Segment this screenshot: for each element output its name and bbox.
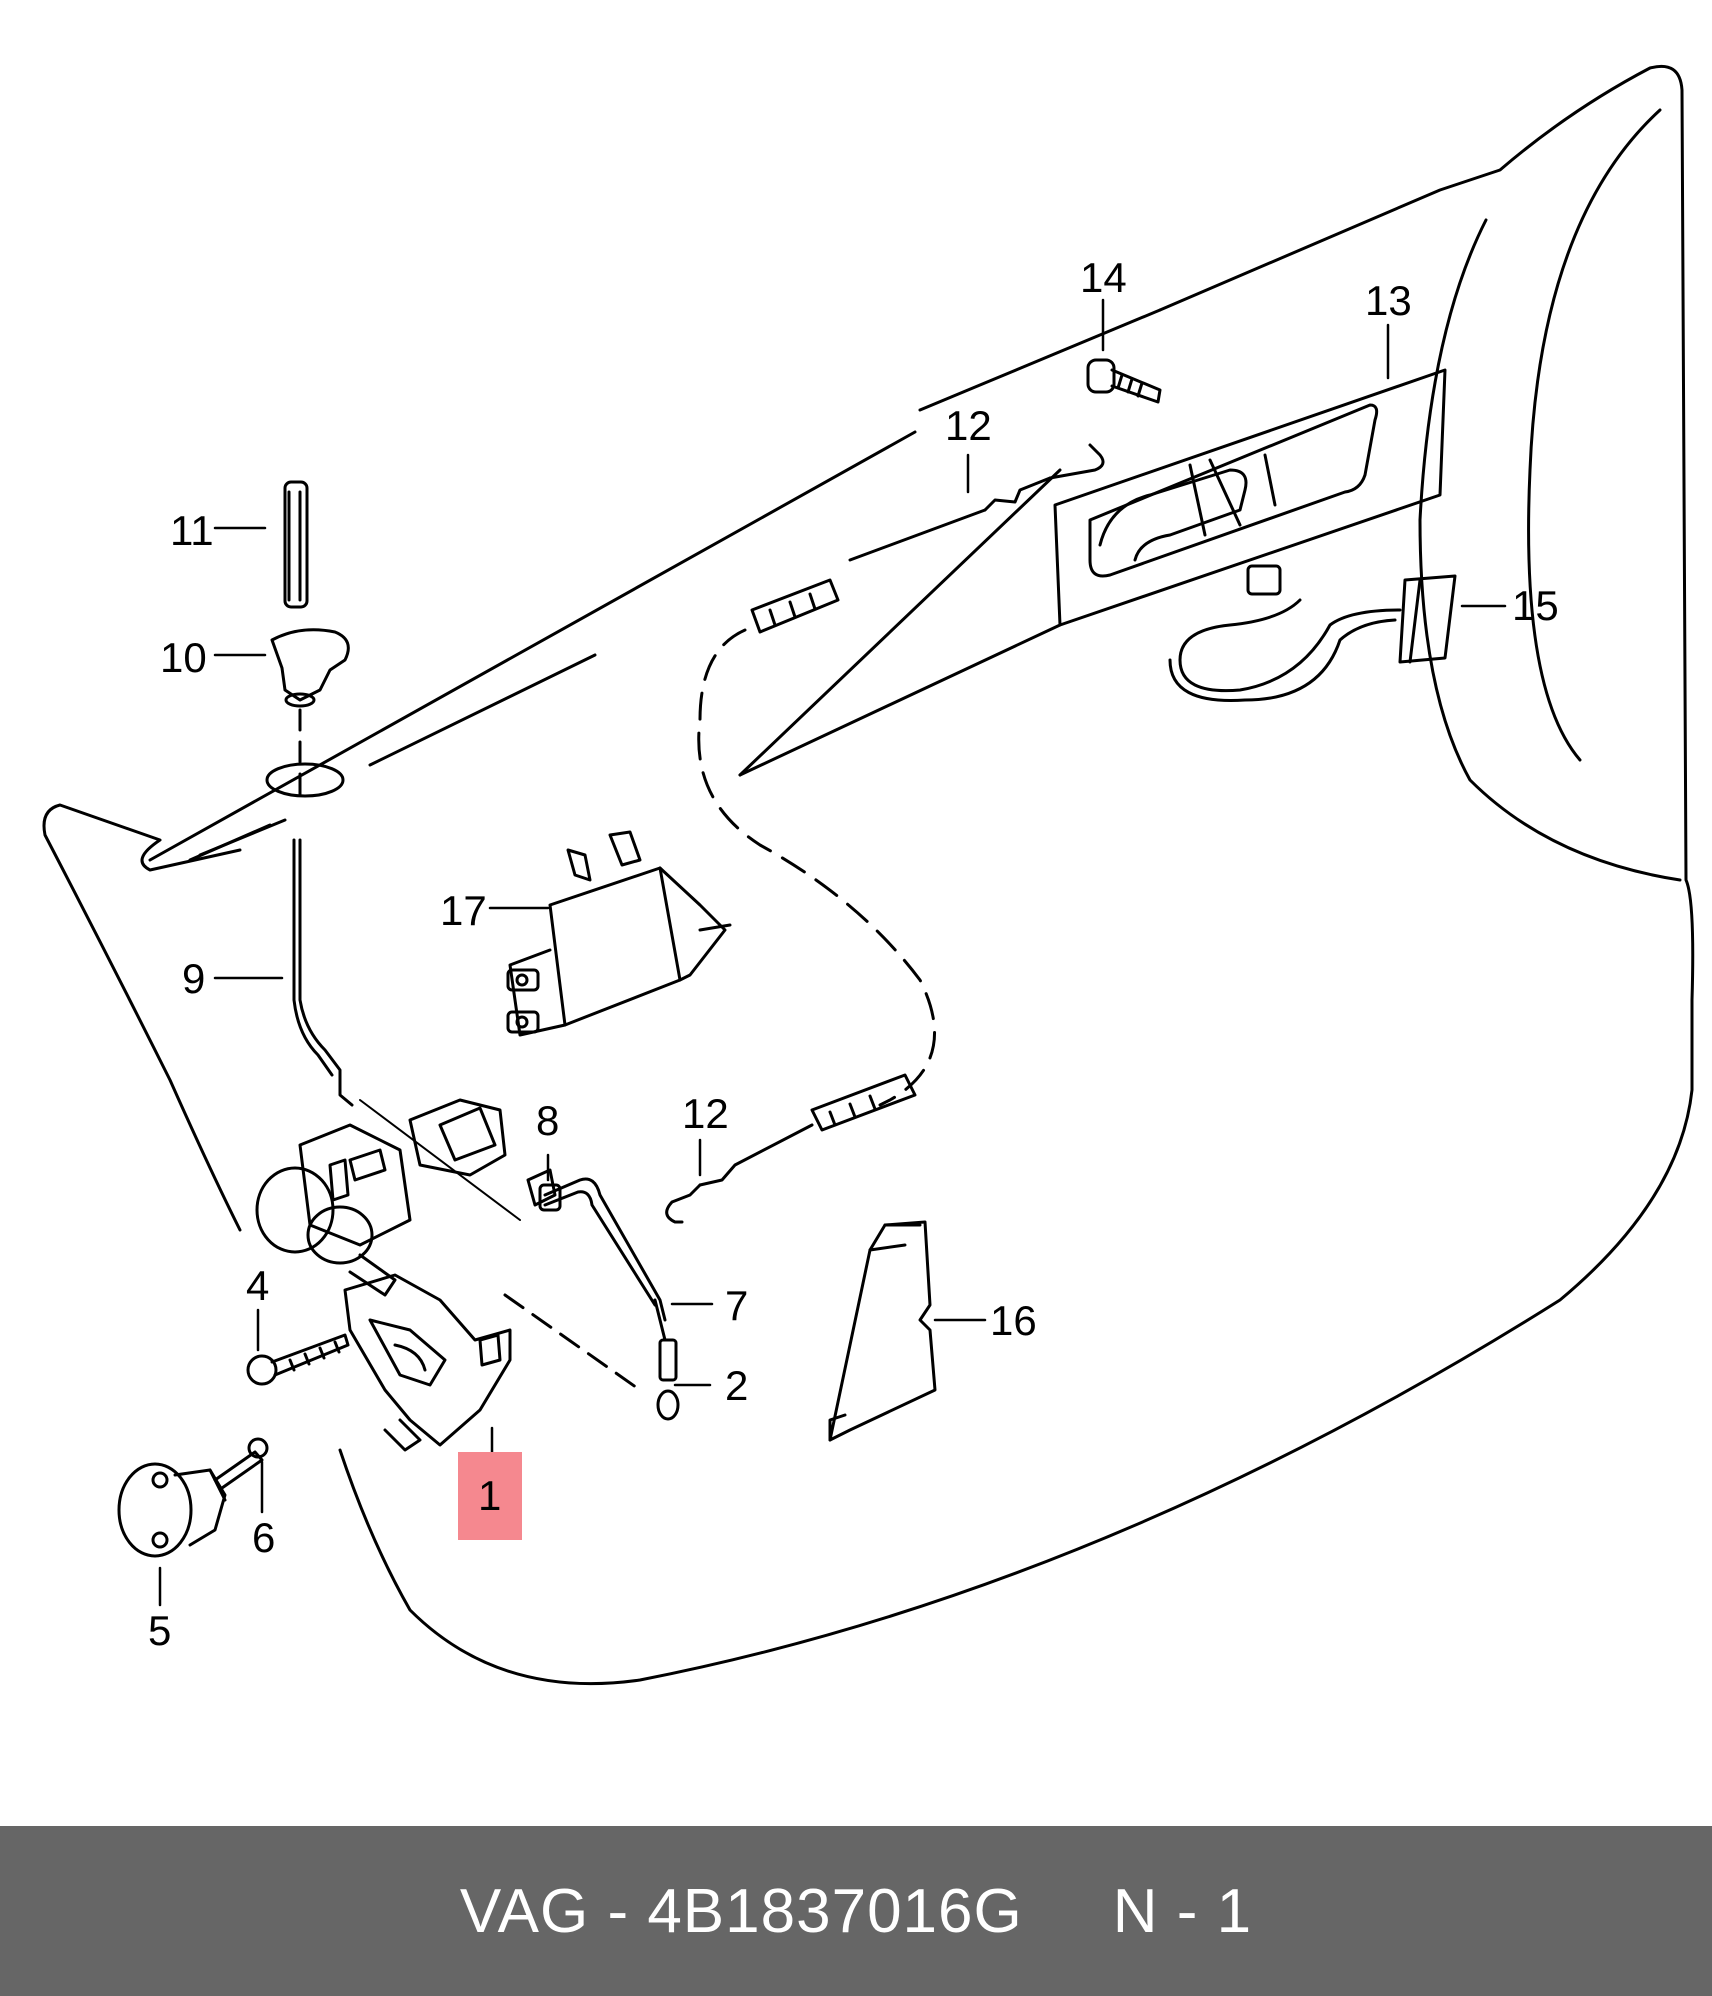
interior-handle-trim xyxy=(1053,368,1447,627)
screw-icon-6 xyxy=(213,1437,269,1490)
bowden-cable-lower xyxy=(665,1073,917,1224)
callout-16: 16 xyxy=(990,1297,1037,1344)
part-label: VAG - 4B1837016G xyxy=(459,1876,1023,1946)
cover-panel xyxy=(828,1220,937,1442)
callout-9: 9 xyxy=(182,955,205,1002)
position-label: N - 1 xyxy=(1112,1876,1253,1946)
connecting-rod xyxy=(359,1099,680,1421)
door-lock-assembly xyxy=(255,1098,512,1452)
callout-5: 5 xyxy=(148,1607,171,1654)
leader-lines xyxy=(158,298,1507,1607)
callout-17: 17 xyxy=(440,887,487,934)
screw-icon xyxy=(1086,358,1162,404)
exploded-parts-diagram: 1 2 4 5 6 7 8 9 10 11 12 12 13 14 15 16 … xyxy=(42,64,1695,1686)
callout-7: 7 xyxy=(725,1282,748,1329)
callout-12-upper: 12 xyxy=(945,402,992,449)
callout-11: 11 xyxy=(170,507,214,554)
part-number-footer: VAG - 4B1837016G N - 1 xyxy=(0,1826,1712,1996)
lock-knob-rod xyxy=(265,480,354,1107)
control-unit xyxy=(506,830,732,1037)
callout-10: 10 xyxy=(160,634,207,681)
callout-6: 6 xyxy=(252,1514,275,1561)
callout-highlight xyxy=(458,1452,522,1540)
wiring-harness xyxy=(1168,564,1457,702)
callout-14: 14 xyxy=(1080,254,1127,301)
callout-15: 15 xyxy=(1512,582,1559,629)
bolt-icon xyxy=(246,1333,350,1386)
striker-plate xyxy=(117,1462,227,1558)
callout-4: 4 xyxy=(246,1262,269,1309)
callout-1: 1 xyxy=(478,1472,501,1519)
door-panel-outline xyxy=(42,64,1695,1686)
callout-8: 8 xyxy=(536,1097,559,1144)
callout-13: 13 xyxy=(1365,277,1412,324)
bowden-cable-upper xyxy=(697,443,1105,1107)
callout-12-lower: 12 xyxy=(682,1090,729,1137)
callout-2: 2 xyxy=(725,1362,748,1409)
